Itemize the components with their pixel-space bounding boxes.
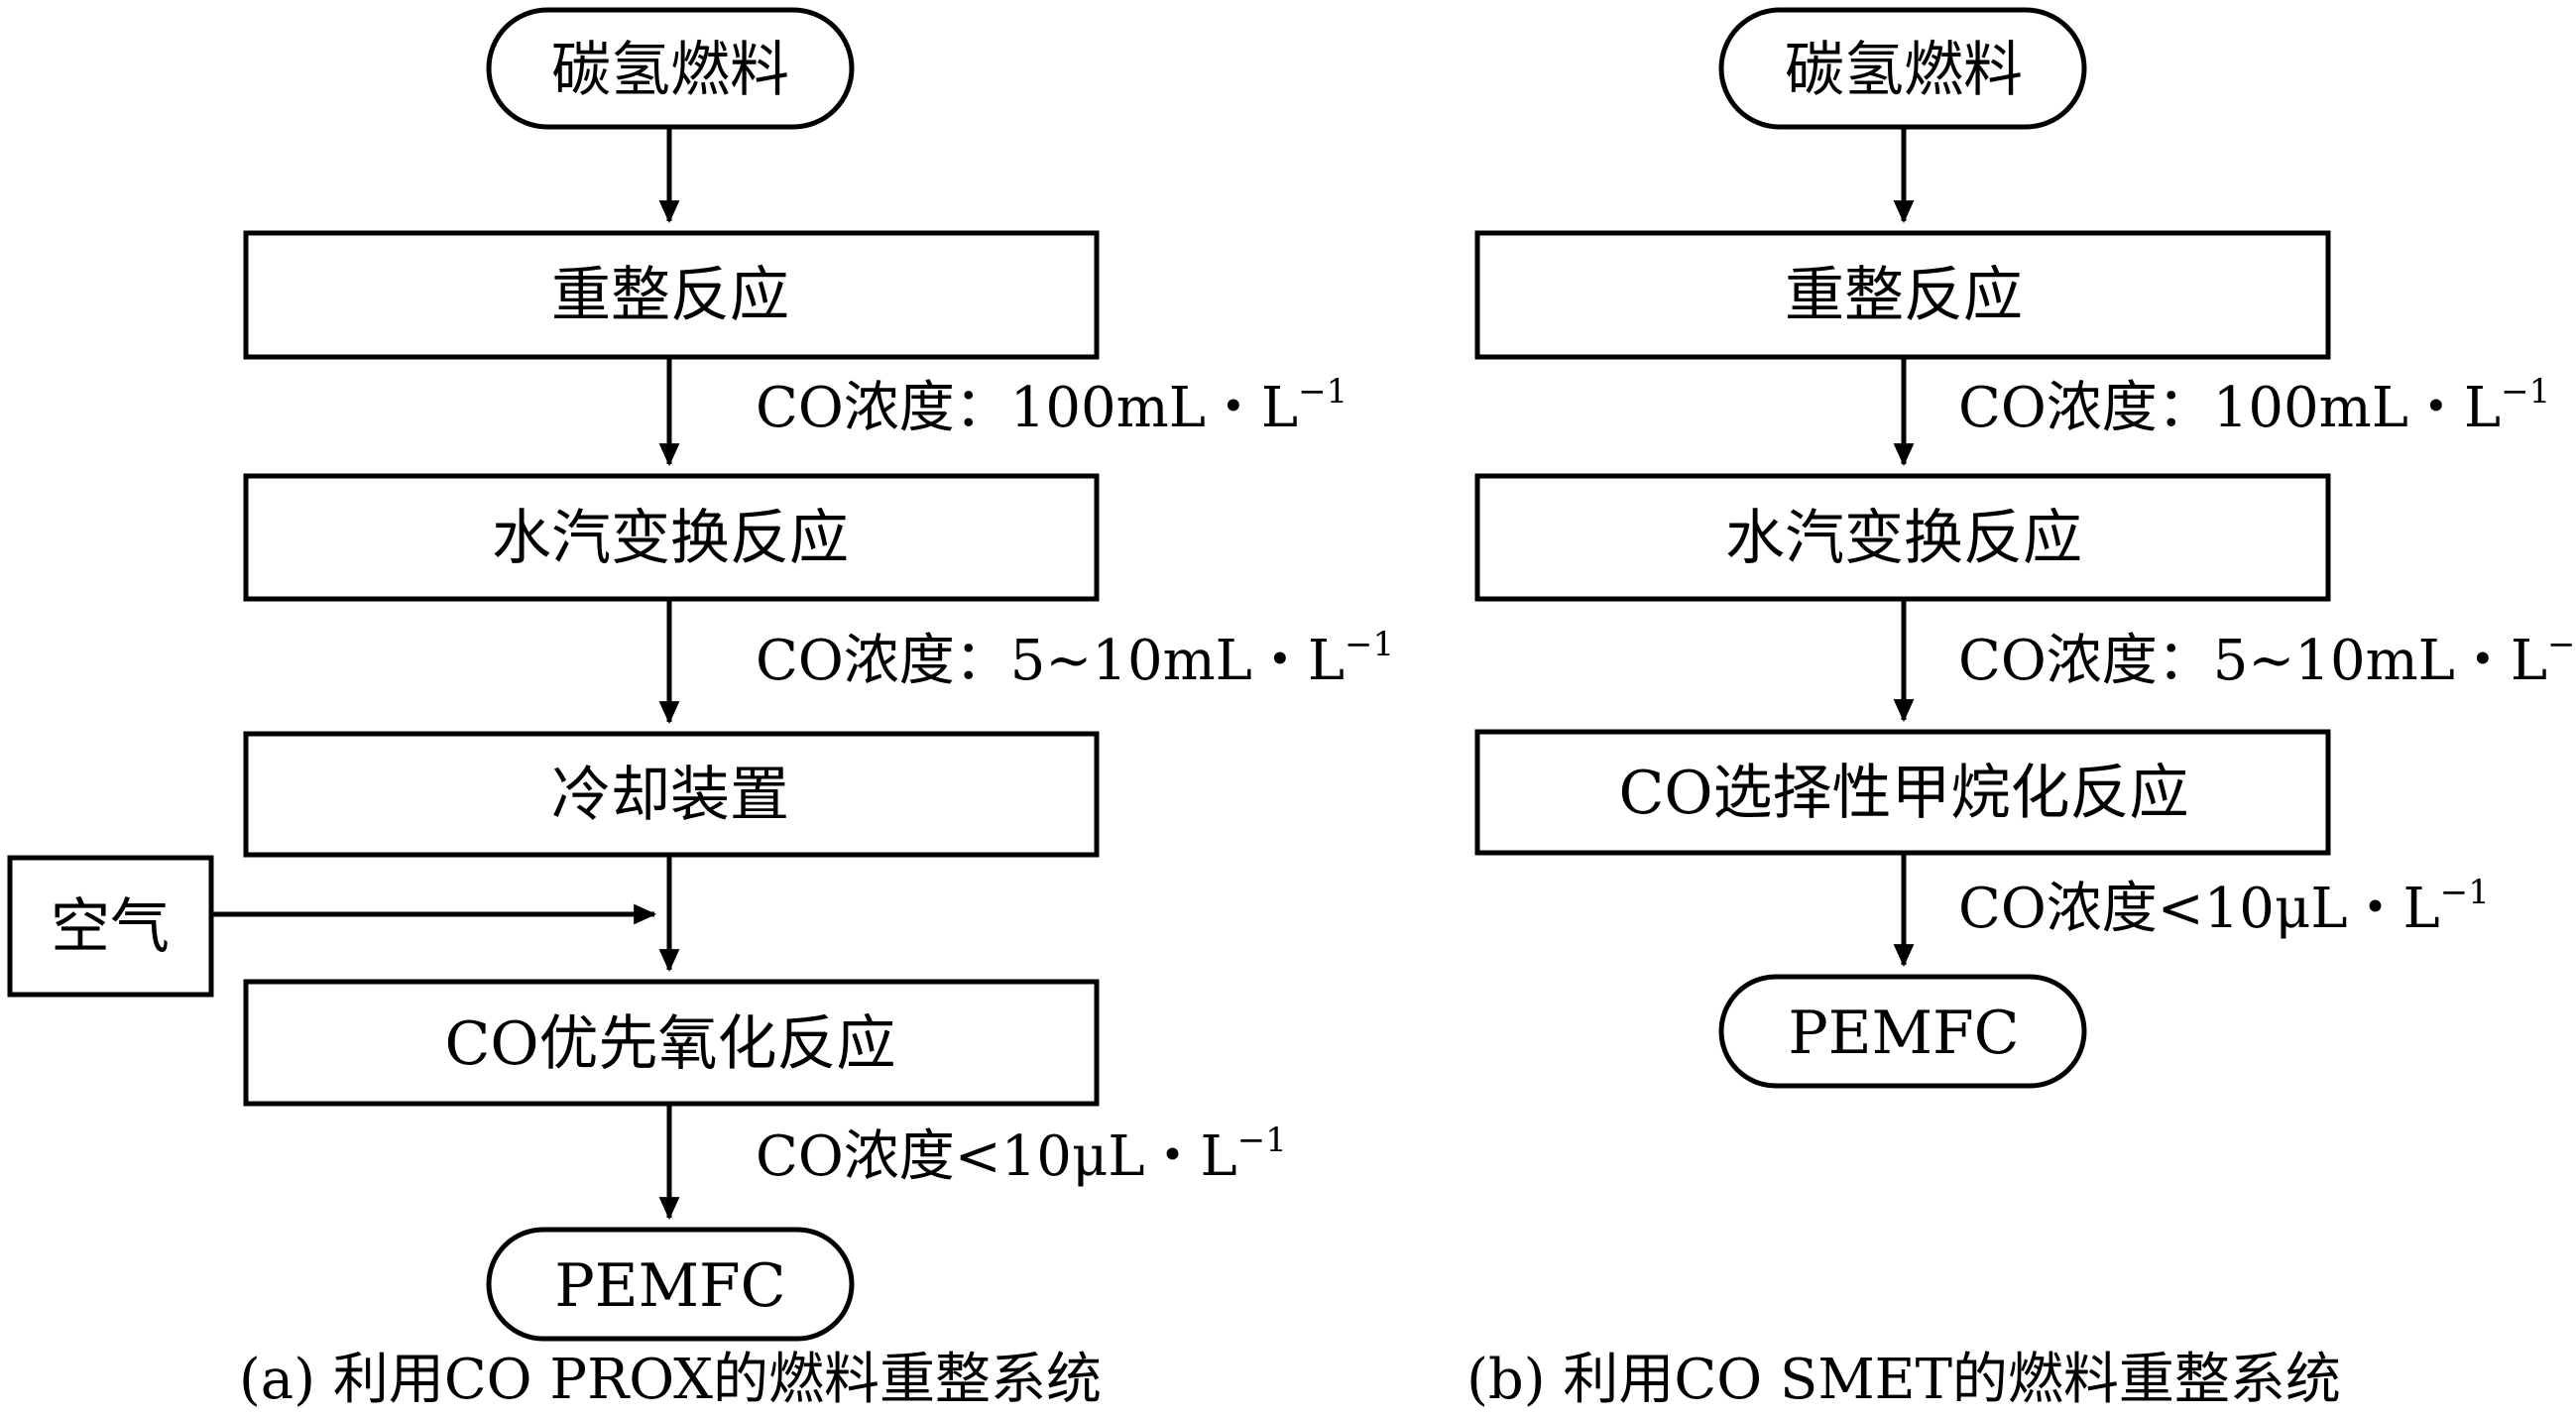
caption-a: (a) 利用CO PROX的燃料重整系统 bbox=[239, 1348, 1102, 1412]
node-b-fuel-label: 碳氢燃料 bbox=[1785, 36, 2023, 105]
node-b-reform bbox=[1474, 230, 2331, 360]
node-a-air-label: 空气 bbox=[51, 892, 170, 962]
edge-label-a-after-shift: CO浓度：5~10mL・L−1 bbox=[756, 625, 1394, 693]
node-a-fuel-label: 碳氢燃料 bbox=[551, 36, 789, 105]
node-a-cooler-label: 冷却装置 bbox=[551, 761, 789, 830]
caption-b: (b) 利用CO SMET的燃料重整系统 bbox=[1466, 1348, 2341, 1412]
node-a-reform-label: 重整反应 bbox=[551, 261, 789, 330]
node-a-shift bbox=[243, 473, 1100, 602]
node-b-shift-label: 水汽变换反应 bbox=[1725, 504, 2082, 573]
node-a-prox bbox=[243, 979, 1100, 1107]
node-b-fuel bbox=[1718, 7, 2087, 130]
node-b-pemfc bbox=[1718, 974, 2087, 1089]
edge-label-b-after-shift: CO浓度：5~10mL・L−1 bbox=[1958, 625, 2576, 693]
node-a-cooler bbox=[243, 731, 1100, 858]
node-b-smet bbox=[1474, 729, 2331, 856]
edge-label-b-after-smet: CO浓度<10μL・L−1 bbox=[1958, 873, 2490, 941]
node-b-smet-label: CO选择性甲烷化反应 bbox=[1618, 759, 2188, 828]
node-b-shift bbox=[1474, 473, 2331, 602]
edge-label-a-after-reform: CO浓度：100mL・L−1 bbox=[756, 372, 1347, 440]
diagram-b: 碳氢燃料 重整反应 水汽变换反应 CO选择性甲烷化反应 PEMFC CO浓度：1… bbox=[1466, 7, 2576, 1412]
node-b-pemfc-label: PEMFC bbox=[1788, 999, 2019, 1068]
diagram-a: 碳氢燃料 重整反应 水汽变换反应 冷却装置 空气 CO优先氧化反应 PEMFC … bbox=[7, 7, 1394, 1412]
node-a-air bbox=[7, 855, 214, 998]
edge-label-a-after-prox: CO浓度<10μL・L−1 bbox=[756, 1121, 1287, 1189]
edge-label-b-after-reform: CO浓度：100mL・L−1 bbox=[1958, 372, 2550, 440]
node-a-reform bbox=[243, 230, 1100, 360]
node-b-reform-label: 重整反应 bbox=[1785, 261, 2023, 330]
node-a-fuel bbox=[486, 7, 855, 130]
node-a-shift-label: 水汽变换反应 bbox=[492, 504, 849, 573]
node-a-prox-label: CO优先氧化反应 bbox=[444, 1009, 895, 1079]
node-a-pemfc-label: PEMFC bbox=[554, 1251, 785, 1321]
node-a-pemfc bbox=[486, 1227, 855, 1342]
